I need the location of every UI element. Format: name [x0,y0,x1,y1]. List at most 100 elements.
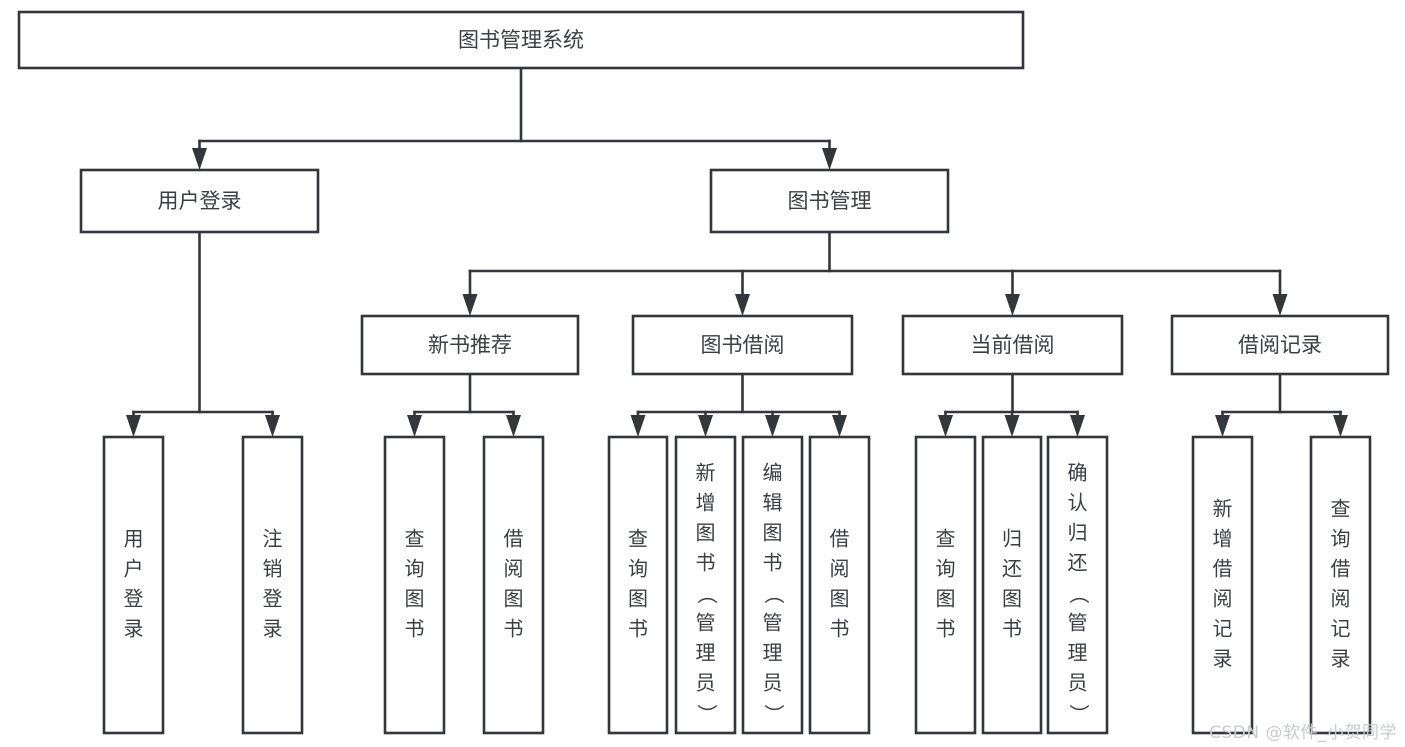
node-leaf-query-record[interactable]: 查询借阅记录查询借阅记录 [1309,435,1372,735]
node-label-char: 用 [124,527,144,551]
node-label: 图书管理系统 [458,28,584,52]
node-current-borrow[interactable]: 当前借阅 [901,314,1124,376]
node-label-char: 编 [763,461,783,485]
nodes-layer: 图书管理系统用户登录图书管理新书推荐图书借阅当前借阅借阅记录用户登录用户登录注销… [17,10,1390,735]
node-label-char: （ [762,584,786,604]
node-label-char: 询 [628,557,648,581]
node-label-char: 图 [696,521,716,545]
node-label-char: 归 [1068,521,1088,545]
edge-group-book-manage [462,230,1288,316]
node-leaf-query-book-rec[interactable]: 查询图书查询图书 [383,435,446,735]
node-book-borrow[interactable]: 图书借阅 [631,314,854,376]
node-label-char: 还 [1068,551,1088,575]
node-label-char: 阅 [1213,587,1233,611]
node-label-char: 增 [1213,527,1233,551]
node-label-char: 阅 [1331,587,1351,611]
node-label-char: 登 [263,587,283,611]
node-label-char: 新 [696,461,716,485]
node-label-char: 书 [830,617,850,641]
node-label-char: 认 [1068,491,1088,515]
node-label-char: 理 [1068,641,1088,665]
node-leaf-query-book[interactable]: 查询图书查询图书 [607,435,669,735]
node-label: 新书推荐 [428,333,512,357]
node-label-char: 书 [763,551,783,575]
node-leaf-return-book[interactable]: 归还图书归还图书 [981,435,1043,735]
node-label-char: 借 [1213,557,1233,581]
node-label: 借阅记录 [1238,333,1322,357]
edge-group-root [192,66,837,170]
node-label-char: 借 [830,527,850,551]
node-label-char: 管 [696,611,716,635]
node-label-char: 新 [1213,497,1233,521]
node-label-char: 录 [1213,647,1233,671]
node-label-char: 书 [1002,617,1022,641]
node-label-char: 查 [628,527,648,551]
node-leaf-user-login[interactable]: 用户登录用户登录 [102,435,165,735]
edge-group-book-borrow [630,372,847,437]
node-book-manage[interactable]: 图书管理 [709,168,950,234]
node-label-char: 询 [936,557,956,581]
node-label-char: 销 [263,557,283,581]
node-label-char: 图 [936,587,956,611]
node-label-char: 图 [763,521,783,545]
node-label-char: （ [1067,584,1091,604]
node-label-char: 辑 [763,491,783,515]
edge-group-new-book-rec [407,372,521,437]
node-borrow-record[interactable]: 借阅记录 [1170,314,1390,376]
node-label-char: 登 [124,587,144,611]
node-label-char: 管 [1068,611,1088,635]
node-label-char: 管 [763,611,783,635]
node-label-char: 户 [124,557,144,581]
node-new-book-rec[interactable]: 新书推荐 [360,314,580,376]
node-leaf-user-logout[interactable]: 注销登录注销登录 [241,435,304,735]
node-leaf-query-book-cur[interactable]: 查询图书查询图书 [914,435,977,735]
node-label-char: 书 [405,617,425,641]
node-label-char: 录 [263,617,283,641]
node-label-char: ） [1067,704,1091,724]
node-label-char: 书 [628,617,648,641]
node-label-char: 记 [1213,617,1233,641]
node-leaf-borrow-book[interactable]: 借阅图书借阅图书 [808,435,871,735]
edge-group-user-login [126,230,280,437]
edge-group-borrow-record [1215,372,1348,437]
node-label-char: 图 [504,587,524,611]
node-user-login[interactable]: 用户登录 [79,168,320,234]
node-label: 用户登录 [158,189,242,213]
node-leaf-add-record[interactable]: 新增借阅记录新增借阅记录 [1191,435,1254,735]
node-label-char: 员 [696,671,716,695]
node-label-char: 阅 [830,557,850,581]
node-label-char: 确 [1068,461,1088,485]
node-leaf-borrow-book-rec[interactable]: 借阅图书借阅图书 [482,435,545,735]
node-label-char: 图 [405,587,425,611]
node-label-char: 理 [763,641,783,665]
node-label-char: 查 [405,527,425,551]
node-label-char: 阅 [504,557,524,581]
node-label-char: （ [695,584,719,604]
edge-group-current-borrow [938,372,1085,437]
node-label-char: 录 [124,617,144,641]
node-label-char: 员 [1068,671,1088,695]
node-label-char: 图 [1002,587,1022,611]
node-label: 图书借阅 [701,333,785,357]
node-label: 当前借阅 [971,333,1055,357]
node-label-char: 书 [504,617,524,641]
node-label-char: 注 [263,527,283,551]
node-label-char: 还 [1002,557,1022,581]
node-label-char: 图 [628,587,648,611]
node-label-char: 借 [1331,557,1351,581]
node-label-char: 理 [696,641,716,665]
node-label-char: 录 [1331,647,1351,671]
node-label-char: 查 [1331,497,1351,521]
node-label-char: 归 [1002,527,1022,551]
node-label-char: 书 [696,551,716,575]
node-label-char: 查 [936,527,956,551]
node-label-char: 询 [1331,527,1351,551]
node-label-char: 图 [830,587,850,611]
node-label-char: ） [762,704,786,724]
node-root[interactable]: 图书管理系统 [17,10,1025,70]
